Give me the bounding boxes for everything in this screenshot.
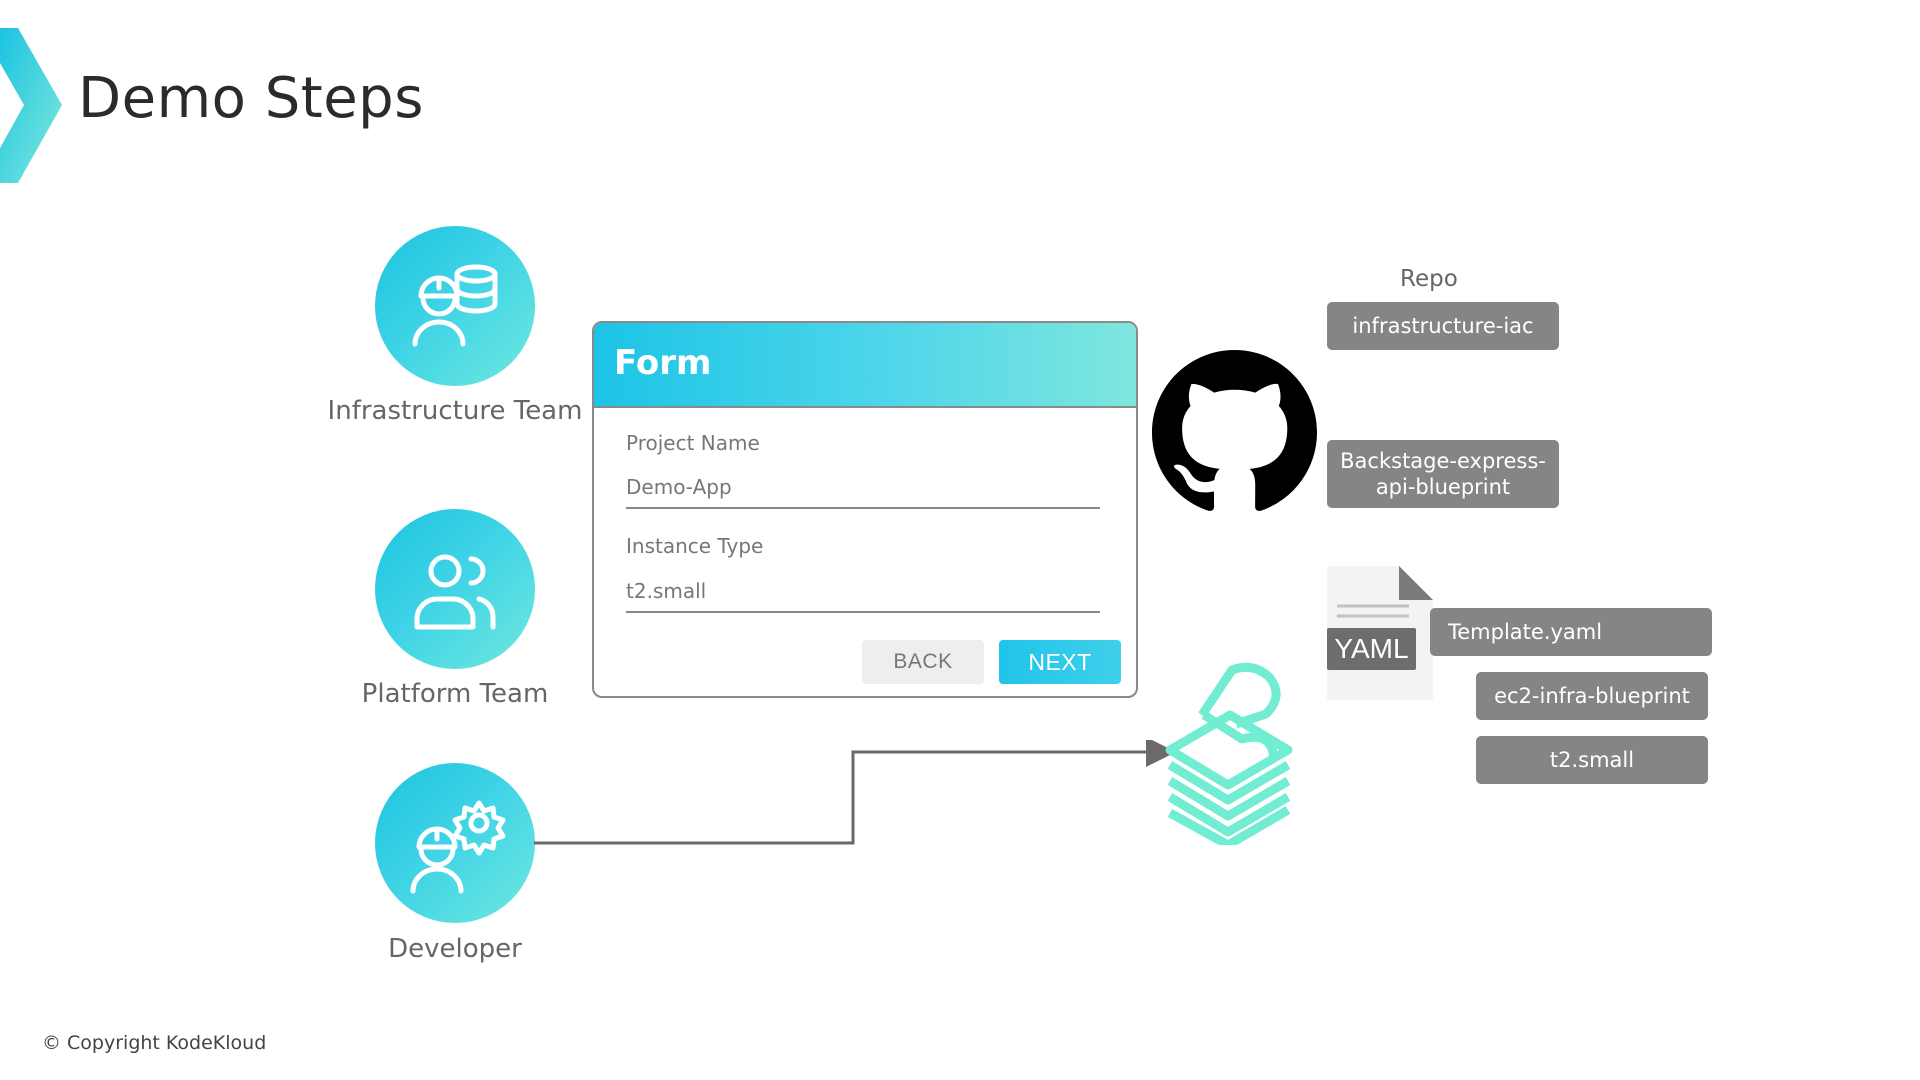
repo-chip-infrastructure-iac: infrastructure-iac (1327, 302, 1559, 350)
platform-team-circle (375, 509, 535, 669)
template-yaml-chip: Template.yaml (1430, 608, 1712, 656)
instance-type-input[interactable]: t2.small (626, 579, 1100, 613)
repo-heading: Repo (1400, 266, 1458, 292)
yaml-badge: YAML (1327, 628, 1416, 670)
github-icon (1152, 350, 1317, 511)
project-name-label: Project Name (626, 431, 760, 455)
yaml-param-instance-type: t2.small (1476, 736, 1708, 784)
developer-circle (375, 763, 535, 923)
users-icon (414, 554, 496, 630)
repo-chip-backstage-blueprint: Backstage-express-api-blueprint (1327, 440, 1559, 508)
yaml-param-ec2-blueprint: ec2-infra-blueprint (1476, 672, 1708, 720)
form-header: Form (594, 323, 1136, 408)
form-title: Form (614, 343, 712, 383)
back-button[interactable]: BACK (862, 640, 984, 684)
infrastructure-team-circle (375, 226, 535, 386)
project-name-input[interactable]: Demo-App (626, 475, 1100, 509)
engineer-database-icon (412, 264, 498, 347)
instance-type-label: Instance Type (626, 534, 764, 558)
team-label-developer: Developer (388, 934, 522, 964)
form-card: Form Project Name Demo-App Instance Type… (592, 321, 1138, 698)
page-title: Demo Steps (78, 66, 424, 131)
chevron-logo-icon (0, 28, 62, 183)
backstage-logo-icon (1165, 662, 1293, 845)
team-label-platform: Platform Team (361, 679, 549, 709)
next-button[interactable]: NEXT (999, 640, 1121, 684)
developer-to-backstage-connector (534, 740, 1176, 845)
copyright-text: © Copyright KodeKloud (42, 1032, 267, 1054)
team-label-infrastructure: Infrastructure Team (327, 396, 583, 426)
developer-gear-icon (410, 800, 506, 894)
